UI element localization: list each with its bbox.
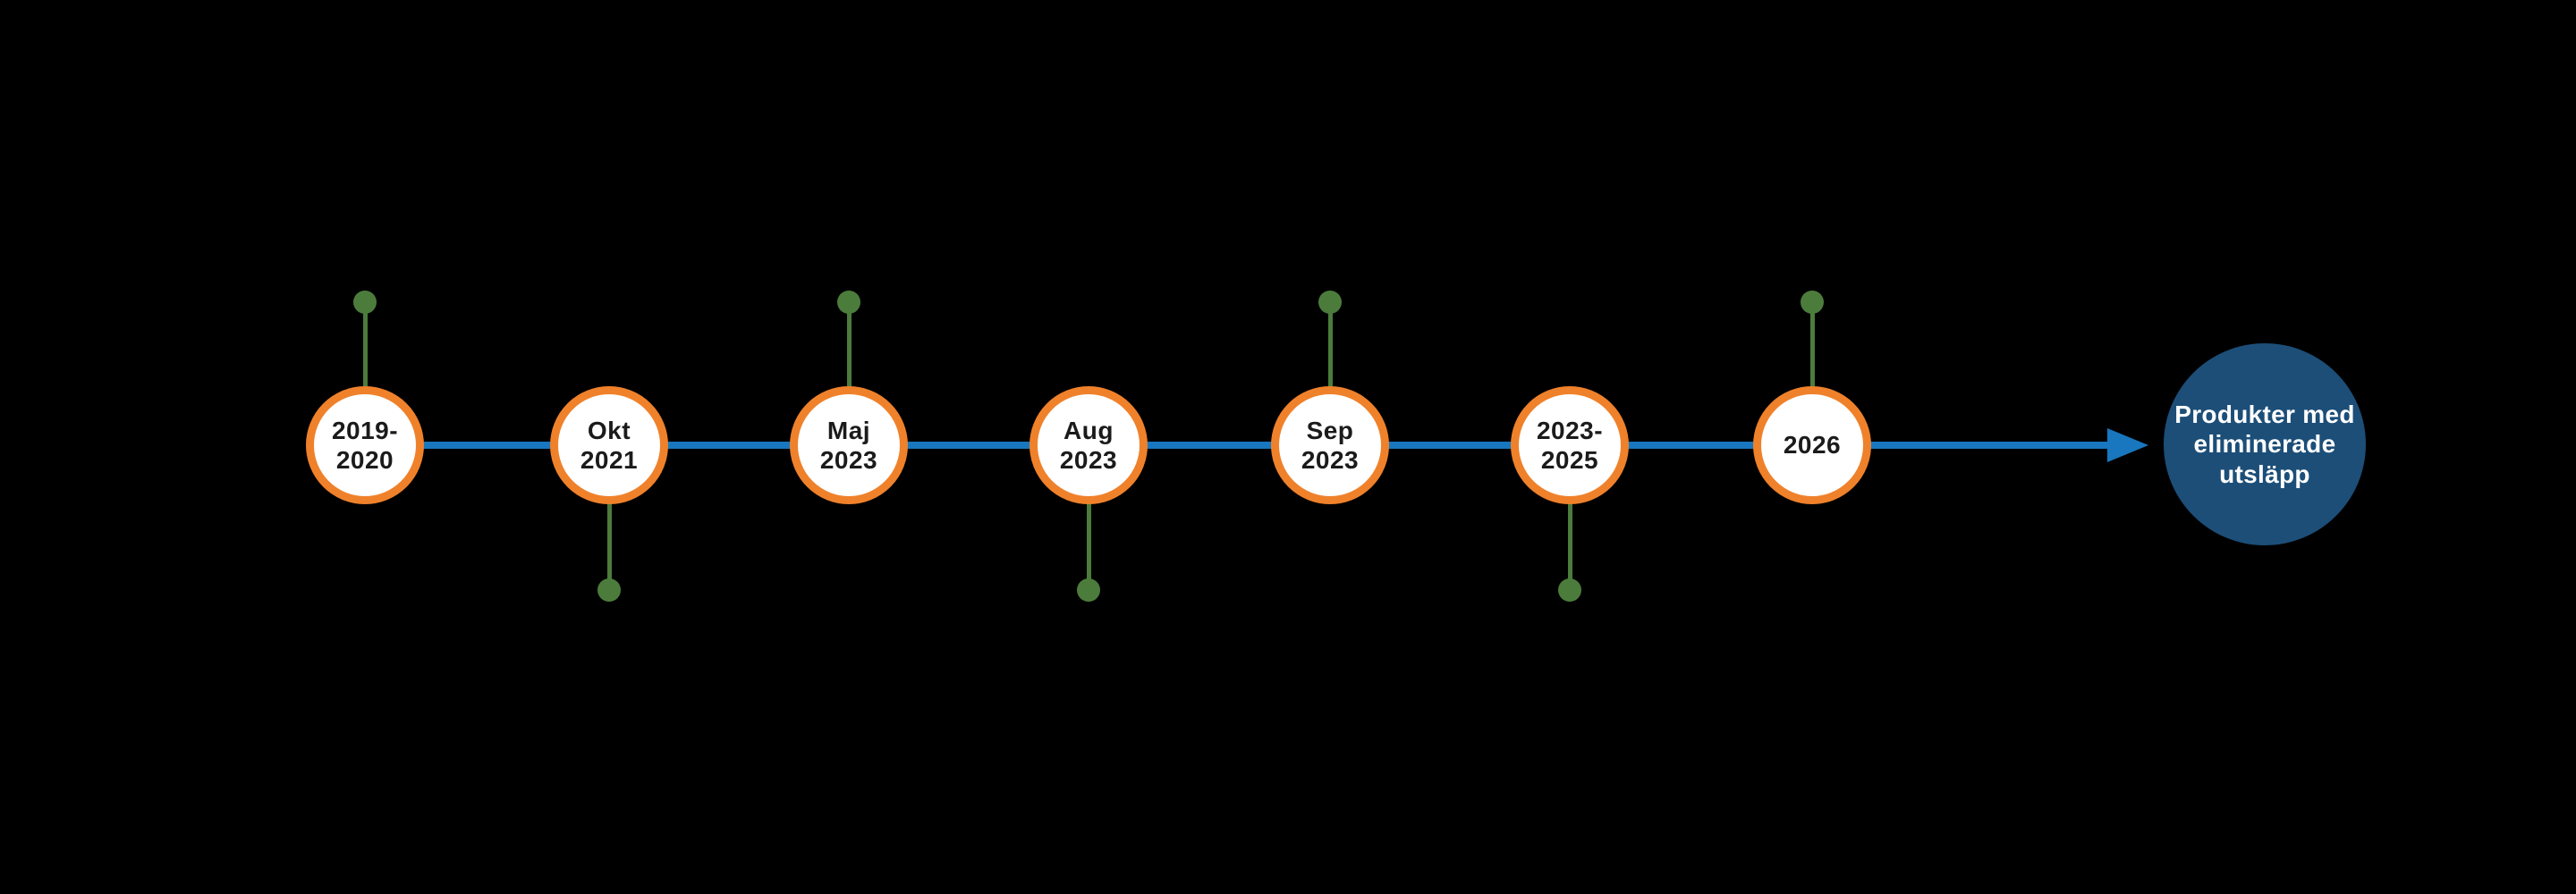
- milestone-circle-2019-2020: 2019- 2020: [306, 386, 424, 504]
- marker-stem-up: [1810, 304, 1815, 388]
- end-goal-label: Produkter med eliminerade utsläpp: [2174, 400, 2355, 488]
- marker-dot-icon: [597, 578, 621, 602]
- milestone-circle-2023-2025: 2023- 2025: [1511, 386, 1629, 504]
- milestone-label: Okt 2021: [580, 416, 639, 474]
- milestone-circle-okt-2021: Okt 2021: [550, 386, 668, 504]
- milestone-label: 2026: [1783, 431, 1842, 460]
- marker-stem-down: [1568, 502, 1572, 590]
- marker-stem-up: [363, 304, 368, 388]
- milestone-circle-aug-2023: Aug 2023: [1030, 386, 1148, 504]
- marker-stem-down: [607, 502, 612, 590]
- marker-dot-icon: [837, 291, 860, 314]
- milestone-circle-2026: 2026: [1753, 386, 1871, 504]
- arrow-right-icon: [2107, 428, 2148, 462]
- marker-dot-icon: [1558, 578, 1581, 602]
- marker-stem-up: [1328, 304, 1333, 388]
- marker-dot-icon: [353, 291, 377, 314]
- end-goal-circle: Produkter med eliminerade utsläpp: [2164, 343, 2366, 545]
- milestone-label: Aug 2023: [1059, 416, 1118, 474]
- marker-dot-icon: [1318, 291, 1342, 314]
- milestone-circle-maj-2023: Maj 2023: [790, 386, 908, 504]
- milestone-label: 2023- 2025: [1536, 416, 1604, 474]
- marker-stem-up: [847, 304, 852, 388]
- milestone-label: Maj 2023: [819, 416, 878, 474]
- milestone-label: Sep 2023: [1301, 416, 1360, 474]
- milestone-label: 2019- 2020: [331, 416, 399, 474]
- marker-stem-down: [1087, 502, 1091, 590]
- timeline-line: [365, 442, 2109, 449]
- marker-dot-icon: [1801, 291, 1824, 314]
- milestone-circle-sep-2023: Sep 2023: [1271, 386, 1389, 504]
- marker-dot-icon: [1077, 578, 1100, 602]
